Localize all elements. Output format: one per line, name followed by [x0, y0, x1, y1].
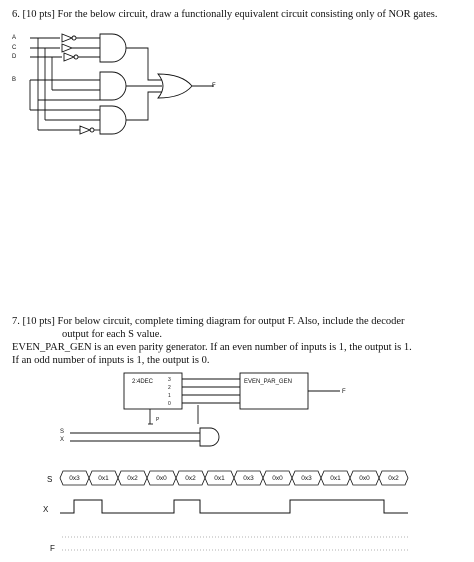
s-value-cell	[88, 470, 119, 486]
question-7-line-3: EVEN_PAR_GEN is an even parity generator…	[12, 342, 412, 353]
s-value-cell	[117, 470, 148, 486]
circuit-2-input-x: X	[60, 437, 65, 443]
s-value-text: 0x2	[127, 475, 138, 482]
s-value-text: 0x1	[214, 475, 225, 482]
circuit-1-input-c: C	[12, 45, 17, 51]
s-value-text: 0x0	[272, 475, 283, 482]
circuit-2-output-f: F	[342, 389, 346, 395]
s-value-text: 0x0	[156, 475, 167, 482]
s-value-cell	[233, 470, 264, 486]
question-7-line-1: 7. [10 pts] For below circuit, complete …	[12, 316, 405, 327]
s-value-cell	[320, 470, 351, 486]
circuit-2-input-s: S	[60, 429, 65, 435]
decoder-output-3: 3	[168, 377, 171, 383]
s-value-text: 0x2	[185, 475, 196, 482]
s-value-text: 0x3	[301, 475, 312, 482]
question-7-line-2: output for each S value.	[62, 329, 163, 340]
s-value-cell	[262, 470, 293, 486]
decoder-output-0: 0	[168, 401, 171, 407]
s-value-cell	[349, 470, 380, 486]
decoder-output-1: 1	[168, 393, 171, 399]
s-value-cell	[59, 470, 90, 486]
x-waveform	[60, 499, 408, 514]
s-value-text: 0x1	[330, 475, 341, 482]
decoder-label: 2:4DEC	[132, 379, 154, 385]
circuit-1-input-d: D	[12, 54, 17, 60]
decoder-output-2: 2	[168, 385, 171, 391]
s-value-cell	[291, 470, 322, 486]
timing-x-label: X	[43, 505, 49, 514]
timing-s-label: S	[47, 475, 53, 484]
circuit-1-input-a: A	[12, 35, 17, 41]
circuit-1-input-b: B	[12, 77, 17, 83]
s-value-text: 0x2	[388, 475, 399, 482]
decoder-enable-label: P	[156, 417, 160, 423]
s-value-cell	[378, 470, 409, 486]
timing-f-label: F	[50, 544, 55, 553]
circuit-1-output-f: F	[212, 83, 216, 89]
s-value-text: 0x3	[69, 475, 80, 482]
s-value-cell	[175, 470, 206, 486]
question-7-line-4: If an odd number of inputs is 1, the out…	[12, 355, 210, 366]
parity-generator-label: EVEN_PAR_GEN	[244, 379, 292, 385]
s-value-text: 0x1	[98, 475, 109, 482]
question-6-text: 6. [10 pts] For the below circuit, draw …	[12, 9, 438, 20]
s-value-text: 0x0	[359, 475, 370, 482]
s-value-cell	[146, 470, 177, 486]
s-value-text: 0x3	[243, 475, 254, 482]
s-value-cell	[204, 470, 235, 486]
